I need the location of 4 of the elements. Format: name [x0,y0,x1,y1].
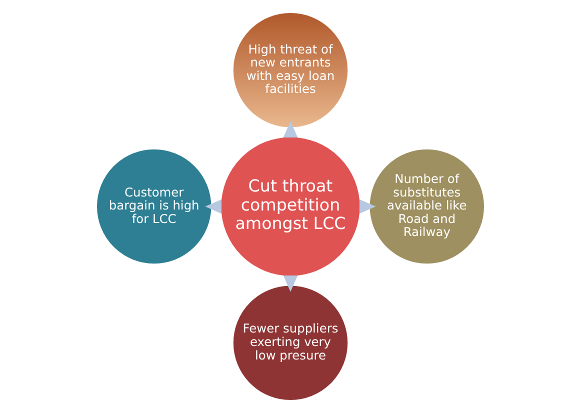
node-circle: Number of substitutes available like Road and Railway [368,148,485,265]
node-circle: Customer bargain is high for LCC [95,148,212,265]
node-circle: Fewer suppliers exerting very low presure [232,284,348,402]
node-circle: High threat of new entrants with easy loan facilities [232,12,348,128]
